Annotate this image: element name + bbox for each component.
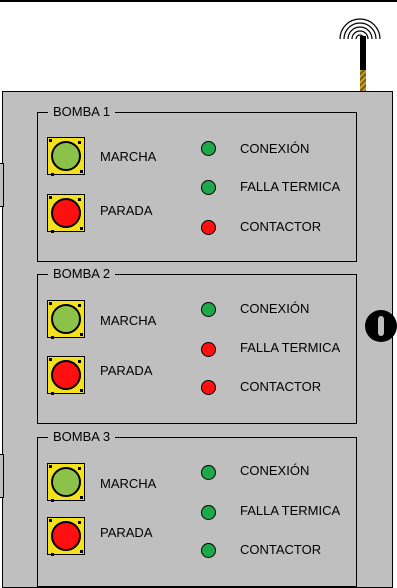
antenna-pole <box>360 36 366 91</box>
thermal-fault-indicator-led <box>201 342 216 357</box>
start-button[interactable] <box>47 463 85 502</box>
thermal-fault-indicator-led <box>201 505 216 520</box>
start-button[interactable] <box>47 137 85 176</box>
thermal-fault-indicator-label: FALLA TERMICA <box>240 340 341 355</box>
start-button-label: MARCHA <box>100 476 157 491</box>
pump-panel-2: BOMBA 2 MARCHA PARADA CONEXIÓN FALLA TER… <box>37 265 357 424</box>
stop-button-label: PARADA <box>100 203 153 218</box>
thermal-fault-indicator-label: FALLA TERMICA <box>240 179 341 194</box>
control-cabinet: BOMBA 1 MARCHA PARADA CONEXIÓN FALLA TER… <box>0 91 397 588</box>
stop-button-label: PARADA <box>100 363 153 378</box>
connection-indicator-led <box>201 141 216 156</box>
cabinet-lock-icon[interactable] <box>365 310 397 342</box>
start-button-disk <box>51 467 81 502</box>
start-button-label: MARCHA <box>100 313 157 328</box>
pump-title: BOMBA 1 <box>48 103 116 121</box>
contactor-indicator-label: CONTACTOR <box>240 379 322 394</box>
stop-button[interactable] <box>47 517 85 556</box>
contactor-indicator-led <box>201 220 216 235</box>
stop-button-disk <box>51 521 81 556</box>
contactor-indicator-label: CONTACTOR <box>240 219 322 234</box>
start-button-disk <box>51 304 81 339</box>
start-button-disk <box>51 141 81 176</box>
stop-button-label: PARADA <box>100 525 153 540</box>
contactor-indicator-led <box>201 543 216 558</box>
connection-indicator-led <box>201 302 216 317</box>
wireless-signal-icon <box>339 18 381 40</box>
stop-button-disk <box>51 360 81 395</box>
cabinet-hinge-top <box>0 163 4 207</box>
cabinet-hinge-bottom <box>0 454 4 498</box>
start-button[interactable] <box>47 300 85 339</box>
stop-button[interactable] <box>47 356 85 395</box>
stop-button[interactable] <box>47 194 85 233</box>
start-button-label: MARCHA <box>100 149 157 164</box>
contactor-indicator-label: CONTACTOR <box>240 542 322 557</box>
stop-button-disk <box>51 198 81 233</box>
pump-panel-1: BOMBA 1 MARCHA PARADA CONEXIÓN FALLA TER… <box>37 103 357 262</box>
thermal-fault-indicator-led <box>201 180 216 195</box>
thermal-fault-indicator-label: FALLA TERMICA <box>240 503 341 518</box>
antenna-base <box>360 70 366 92</box>
pump-panel-3: BOMBA 3 MARCHA PARADA CONEXIÓN FALLA TER… <box>37 428 357 587</box>
connection-indicator-label: CONEXIÓN <box>240 301 310 316</box>
top-border-line <box>0 0 397 2</box>
connection-indicator-label: CONEXIÓN <box>240 141 310 156</box>
pump-title: BOMBA 3 <box>48 428 116 446</box>
contactor-indicator-led <box>201 380 216 395</box>
connection-indicator-led <box>201 465 216 480</box>
connection-indicator-label: CONEXIÓN <box>240 463 310 478</box>
pump-title: BOMBA 2 <box>48 265 116 283</box>
